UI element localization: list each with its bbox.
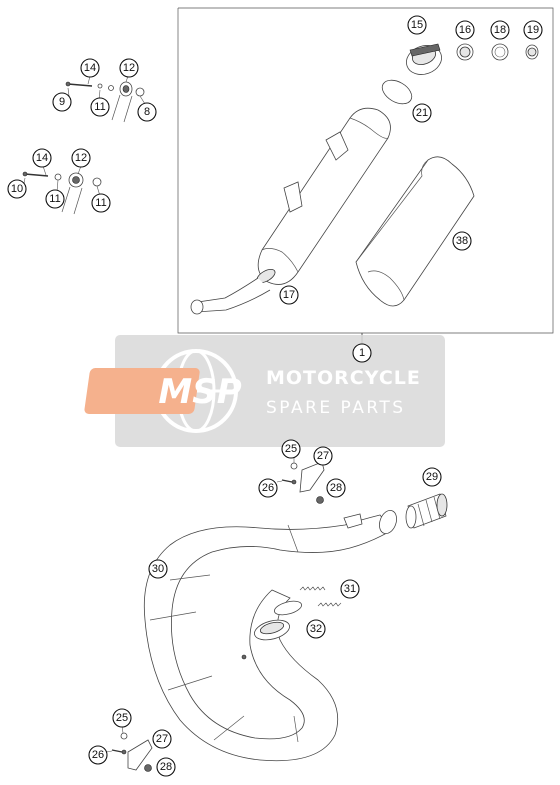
svg-text:25: 25 (116, 712, 128, 724)
callout-31: 31 (340, 579, 360, 599)
svg-text:28: 28 (330, 482, 342, 494)
svg-text:12: 12 (123, 62, 135, 74)
silencer-assembly-frame (177, 7, 554, 334)
svg-text:16: 16 (459, 24, 471, 36)
svg-text:12: 12 (75, 152, 87, 164)
svg-text:28: 28 (160, 761, 172, 773)
silencer-wrap (355, 156, 475, 307)
ring-16 (456, 43, 474, 61)
callout-17: 17 (279, 285, 299, 305)
callout-14-lower: 14 (32, 148, 52, 168)
callout-10: 10 (7, 179, 27, 199)
svg-text:9: 9 (59, 96, 65, 108)
callout-11-lower-right: 11 (91, 193, 111, 213)
callout-27-upper: 27 (313, 446, 333, 466)
bracket-upper (281, 461, 325, 504)
manifold-rubber (405, 493, 448, 529)
svg-text:29: 29 (426, 471, 438, 483)
svg-text:19: 19 (527, 24, 539, 36)
springs (299, 586, 342, 607)
watermark-logo-box (84, 368, 200, 414)
svg-text:27: 27 (156, 733, 168, 745)
svg-text:25: 25 (285, 443, 297, 455)
svg-text:15: 15 (411, 19, 423, 31)
callout-9: 9 (52, 92, 72, 112)
svg-text:31: 31 (344, 583, 356, 595)
callout-28-upper: 28 (326, 478, 346, 498)
svg-text:14: 14 (36, 152, 48, 164)
svg-text:17: 17 (283, 289, 295, 301)
callout-19: 19 (523, 20, 543, 40)
svg-text:11: 11 (95, 197, 106, 209)
callout-26-upper: 26 (258, 478, 278, 498)
ring-19 (525, 44, 539, 60)
callout-12-upper: 12 (119, 58, 139, 78)
watermark-panel (115, 335, 445, 447)
callout-32: 32 (306, 619, 326, 639)
callout-38: 38 (452, 231, 472, 251)
svg-text:38: 38 (456, 235, 468, 247)
svg-text:32: 32 (310, 623, 322, 635)
watermark: MSP MOTORCYCLE SPARE PARTS (84, 335, 445, 447)
watermark-line1: MOTORCYCLE (266, 367, 421, 389)
pipe-flange (254, 600, 303, 641)
callout-1: 1 (352, 343, 372, 363)
svg-text:8: 8 (144, 106, 150, 118)
svg-text:11: 11 (94, 101, 105, 113)
callout-28-lower: 28 (156, 757, 176, 777)
bracket-lower (111, 732, 153, 772)
callout-25-lower: 25 (112, 708, 132, 728)
svg-text:10: 10 (11, 183, 23, 195)
svg-text:30: 30 (152, 563, 164, 575)
silencer-body (190, 107, 391, 315)
callout-18: 18 (490, 20, 510, 40)
mount-hardware-lower (22, 171, 102, 215)
callout-12-lower: 12 (71, 148, 91, 168)
svg-text:14: 14 (84, 62, 96, 74)
callout-15: 15 (407, 15, 427, 35)
ring-18 (491, 43, 509, 61)
callout-11-lower-left: 11 (45, 189, 65, 209)
svg-text:27: 27 (317, 450, 329, 462)
svg-text:1: 1 (359, 347, 365, 359)
callout-14-upper: 14 (80, 58, 100, 78)
callout-29: 29 (422, 467, 442, 487)
callout-21: 21 (412, 103, 432, 123)
svg-text:21: 21 (416, 107, 428, 119)
svg-text:18: 18 (494, 24, 506, 36)
callout-25-upper: 25 (281, 439, 301, 459)
callout-27-lower: 27 (152, 729, 172, 749)
mount-hardware-upper (65, 81, 145, 123)
callout-8: 8 (137, 102, 157, 122)
callout-26-lower: 26 (88, 745, 108, 765)
end-cap (406, 43, 442, 75)
callout-11-upper: 11 (90, 97, 110, 117)
svg-text:26: 26 (262, 482, 274, 494)
svg-text:11: 11 (49, 193, 60, 205)
watermark-logo-text: MSP (158, 372, 241, 412)
callout-16: 16 (455, 20, 475, 40)
callout-30: 30 (148, 559, 168, 579)
svg-text:26: 26 (92, 749, 104, 761)
watermark-line2: SPARE PARTS (266, 398, 406, 418)
gasket-21 (381, 79, 413, 105)
